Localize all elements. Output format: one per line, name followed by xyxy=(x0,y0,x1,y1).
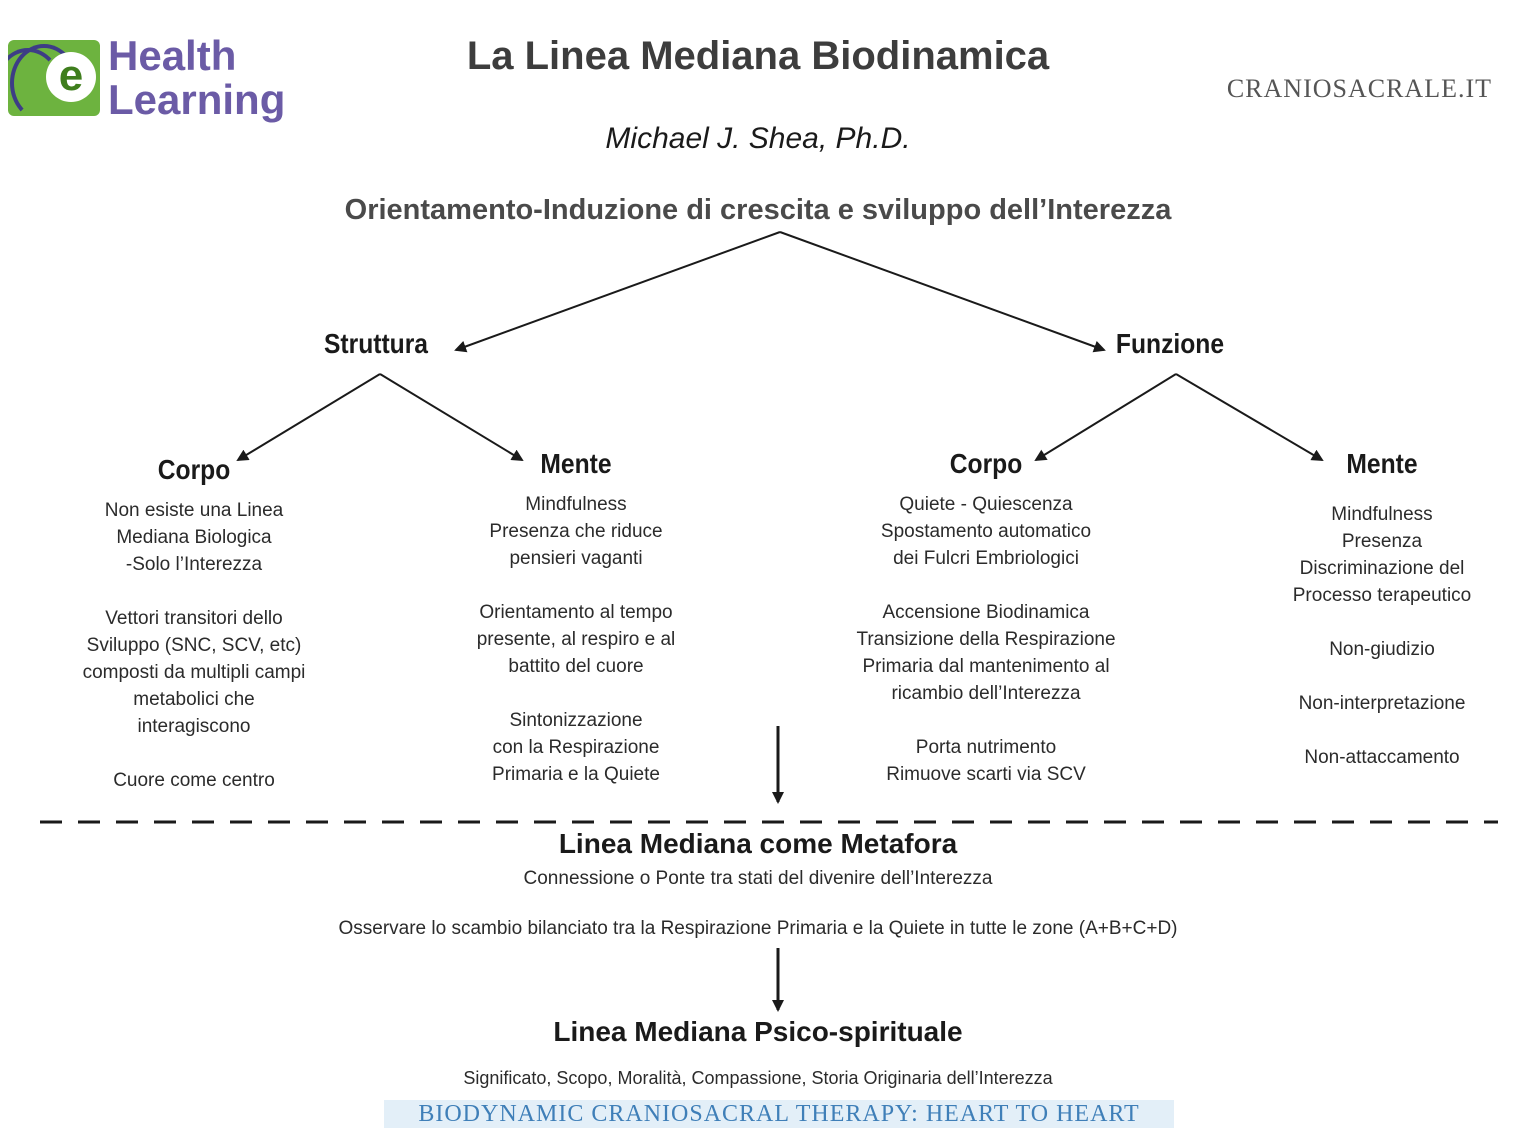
arrow-root-to-funzione xyxy=(779,231,1106,353)
arrow-funzione-to-mente xyxy=(1175,373,1324,462)
funzione-corpo-text: Quiete - Quiescenza Spostamento automati… xyxy=(856,494,1116,785)
metafora-heading: Linea Mediana come Metafora xyxy=(558,828,958,859)
logo-text: Health Learning xyxy=(108,34,285,122)
arrow-root-to-struttura xyxy=(454,231,781,353)
struttura-mente-text: Mindfulness Presenza che riduce pensieri… xyxy=(476,494,676,785)
logo-line-1: Health xyxy=(108,32,237,79)
footer-banner: BIODYNAMIC CRANIOSACRAL THERAPY: HEART T… xyxy=(384,1100,1174,1128)
funzione-mente-text: Mindfulness Presenza Discriminazione del… xyxy=(1292,504,1472,768)
psico-subtitle: Significato, Scopo, Moralità, Compassion… xyxy=(463,1068,1053,1088)
arrow-struttura-to-corpo xyxy=(236,373,381,462)
struttura-corpo-text: Non esiste una Linea Mediana Biologica -… xyxy=(82,500,306,791)
funzione-corpo-heading: Corpo xyxy=(949,448,1023,479)
logo-mark-icon: e xyxy=(8,40,100,116)
logo-letter: e xyxy=(46,52,96,102)
page-title: La Linea Mediana Biodinamica xyxy=(466,34,1050,78)
watermark-craniosacrale: CRANIOSACRALE.IT xyxy=(1226,74,1492,103)
metafora-subtitle: Connessione o Ponte tra stati del diveni… xyxy=(523,868,993,889)
arrow-struttura-to-mente xyxy=(379,373,524,462)
psico-heading: Linea Mediana Psico-spirituale xyxy=(553,1016,963,1047)
health-learning-logo: e Health Learning xyxy=(8,34,328,126)
logo-line-2: Learning xyxy=(108,76,286,123)
funzione-mente-heading: Mente xyxy=(1346,448,1418,479)
branch-funzione: Funzione xyxy=(1115,328,1225,359)
branch-struttura: Struttura xyxy=(323,328,429,359)
root-node: Orientamento-Induzione di crescita e svi… xyxy=(344,194,1172,226)
struttura-corpo-heading: Corpo xyxy=(157,454,231,485)
metafora-observe: Osservare lo scambio bilanciato tra la R… xyxy=(338,918,1178,939)
arrow-funzione-to-corpo xyxy=(1034,373,1177,462)
struttura-mente-heading: Mente xyxy=(540,448,612,479)
author: Michael J. Shea, Ph.D. xyxy=(605,122,911,155)
